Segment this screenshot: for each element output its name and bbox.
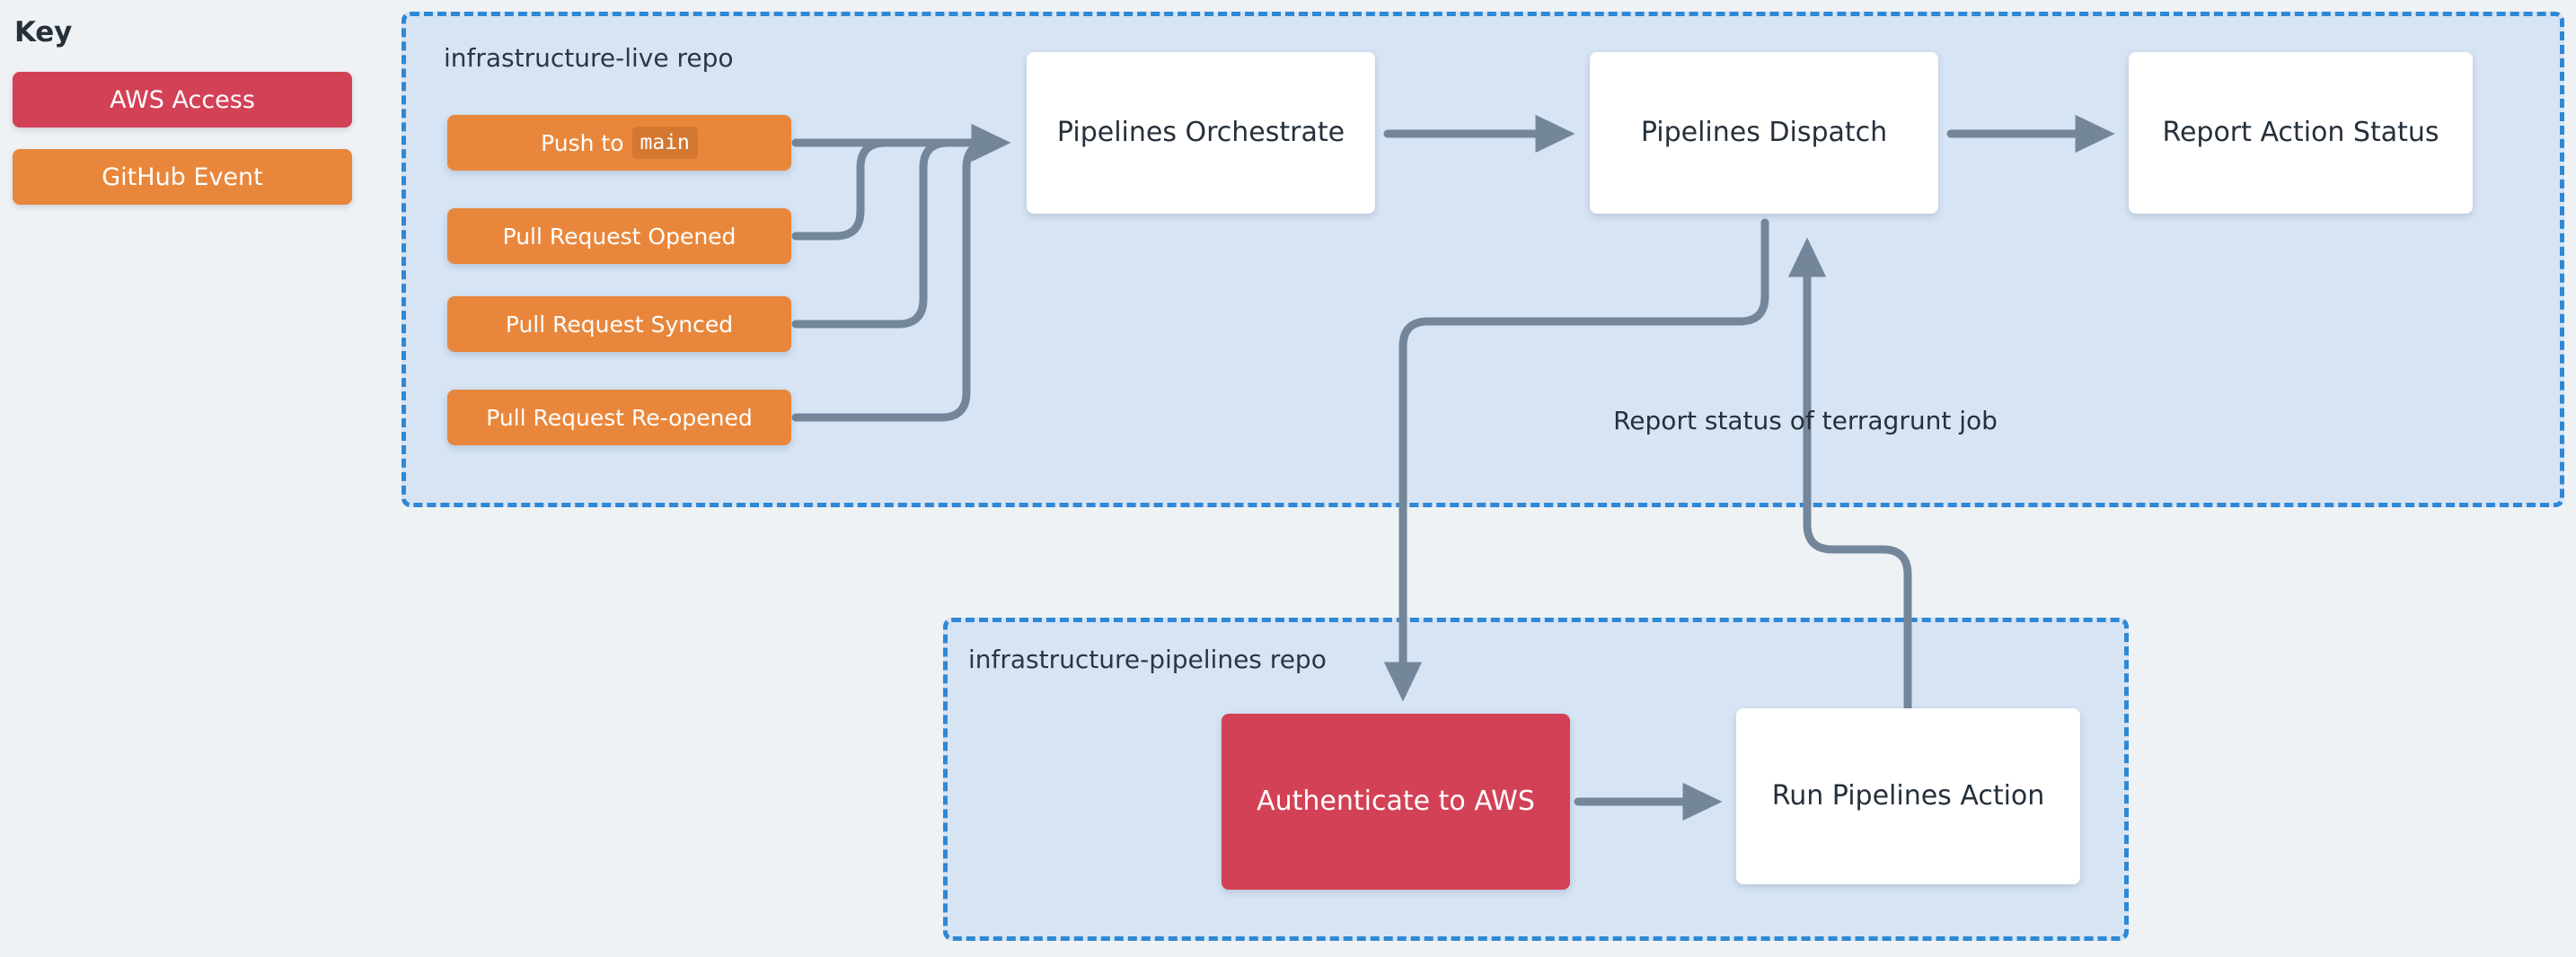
node-label: Report Action Status — [2162, 117, 2439, 149]
node-pull-request-opened[interactable]: Pull Request Opened — [447, 208, 791, 264]
node-label: Pipelines Orchestrate — [1056, 117, 1345, 149]
edge-label-report-status-of-terragrunt-job: Report status of terragrunt job — [1613, 406, 1998, 435]
node-authenticate-to-aws[interactable]: Authenticate to AWS — [1222, 714, 1570, 890]
node-pull-request-re-opened[interactable]: Pull Request Re-opened — [447, 390, 791, 445]
node-run-pipelines-action[interactable]: Run Pipelines Action — [1736, 708, 2080, 884]
legend-chip-aws-access: AWS Access — [13, 72, 352, 127]
branch-name-code: main — [631, 126, 698, 160]
node-label: Push to — [541, 129, 624, 156]
key-title: Key — [14, 16, 73, 48]
node-label: Pull Request Re-opened — [486, 404, 753, 431]
node-pull-request-synced[interactable]: Pull Request Synced — [447, 296, 791, 352]
node-push-to-main[interactable]: Push to main — [447, 115, 791, 171]
container-label-infrastructure-live: infrastructure-live repo — [444, 43, 734, 73]
node-label: Pull Request Opened — [502, 223, 737, 250]
node-label: Run Pipelines Action — [1771, 780, 2045, 812]
node-pipelines-orchestrate[interactable]: Pipelines Orchestrate — [1027, 52, 1375, 214]
node-label: Pull Request Synced — [505, 311, 734, 338]
node-report-action-status[interactable]: Report Action Status — [2129, 52, 2473, 214]
legend-chip-github-event: GitHub Event — [13, 149, 352, 205]
container-label-infrastructure-pipelines: infrastructure-pipelines repo — [968, 645, 1327, 674]
node-label: Authenticate to AWS — [1257, 786, 1535, 818]
key-legend: Key AWS Access GitHub Event — [13, 16, 363, 226]
node-label: Pipelines Dispatch — [1640, 117, 1888, 149]
node-pipelines-dispatch[interactable]: Pipelines Dispatch — [1590, 52, 1938, 214]
